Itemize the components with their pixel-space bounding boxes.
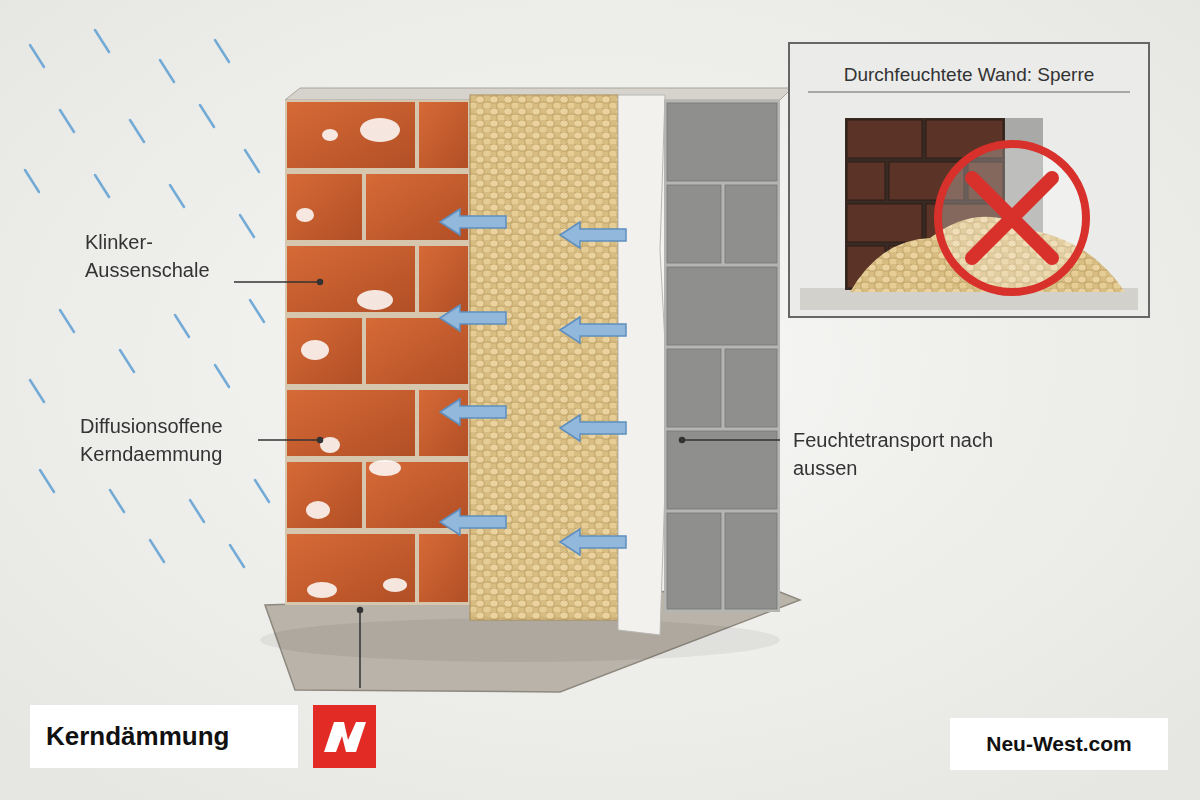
watermark-text: Neu-West.com: [986, 732, 1131, 756]
part-label: Diffusionsoffene Kerndaemmung: [80, 412, 255, 468]
panel-title: Durchfeuchtete Wand: Sperre: [790, 44, 1148, 86]
part-label: Feuchtetransport nach aussen: [793, 426, 1003, 482]
title-box: Kerndämmung: [30, 705, 298, 768]
part-label: Klinker- Aussenschale: [85, 228, 235, 284]
inset-panel: Durchfeuchtete Wand: Sperre: [788, 42, 1150, 318]
watermark: Neu-West.com: [950, 718, 1168, 770]
diagram-title: Kerndämmung: [46, 721, 229, 752]
